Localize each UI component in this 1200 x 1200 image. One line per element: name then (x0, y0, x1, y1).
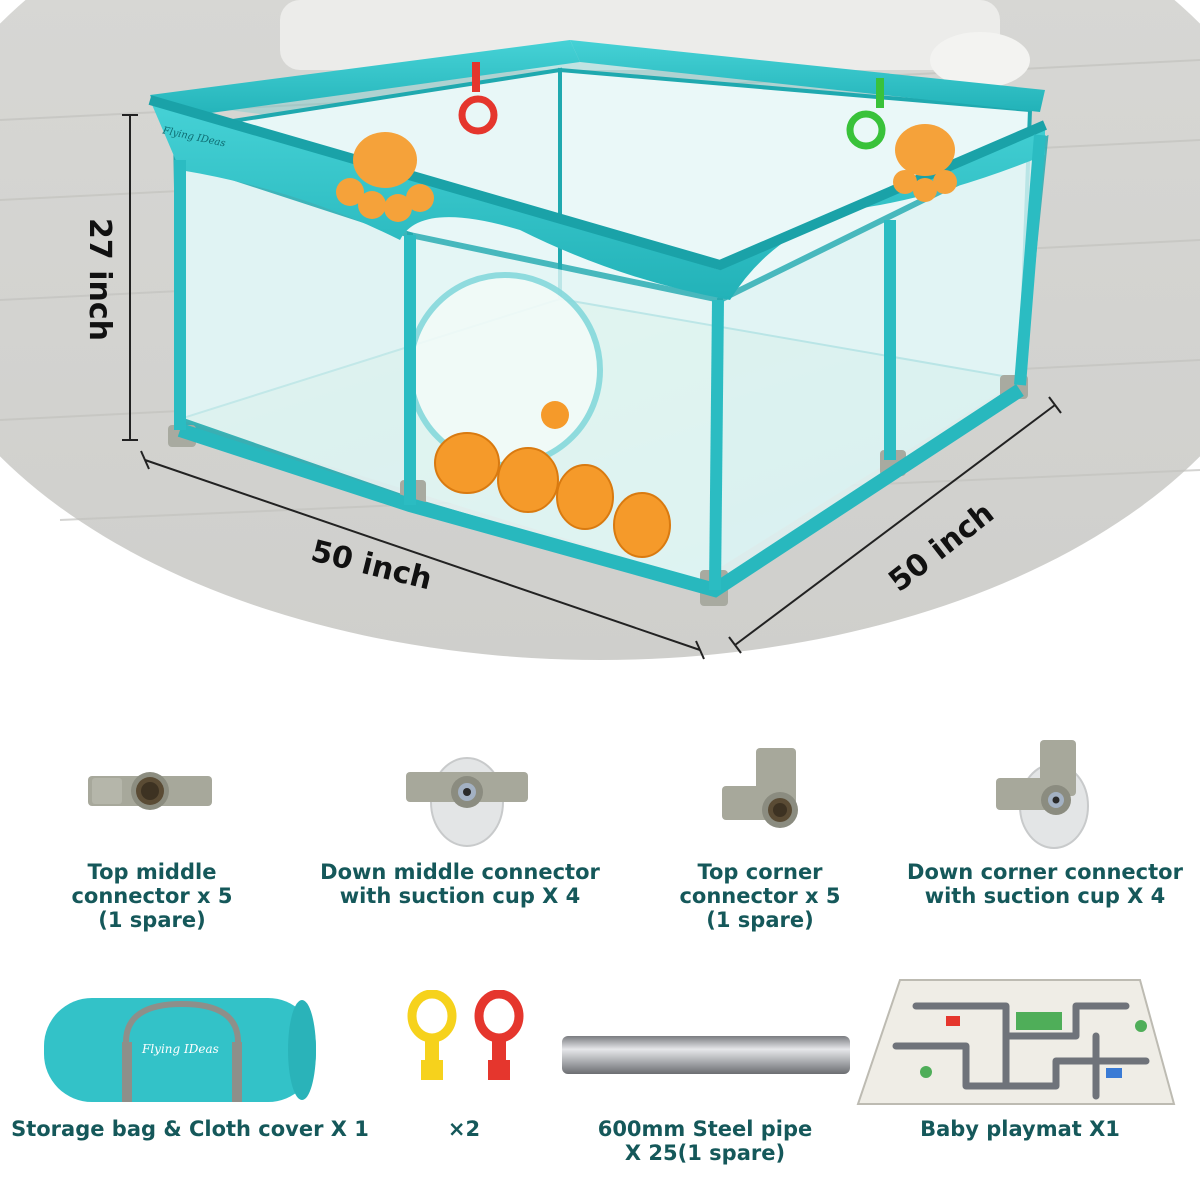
red-ring-icon (474, 989, 524, 1080)
top-corner-connector-caption: Top corner connector x 5 (1 spare) (679, 860, 841, 932)
bag-brand-print: Flying IDeas (142, 1042, 219, 1056)
playpen-illustration (0, 0, 1200, 660)
top-middle-connector-image (88, 768, 212, 818)
side-table (930, 32, 1030, 88)
down-corner-connector-image (996, 740, 1096, 850)
octopus-decoration (336, 132, 434, 222)
down-middle-connector-caption: Down middle connector with suction cup X… (320, 860, 600, 908)
baby-playmat-caption: Baby playmat X1 (920, 1117, 1120, 1141)
pull-rings-caption: ×2 (447, 1117, 481, 1141)
pull-ring-red (458, 62, 498, 135)
yellow-ring-icon (407, 989, 457, 1080)
pull-rings-image (404, 989, 534, 1090)
down-middle-connector-image (406, 752, 528, 852)
dimension-lines (122, 114, 1062, 660)
playpen-photo: Flying IDeas 27 inch 50 inch 50 inch (0, 0, 1200, 660)
baby-playmat-image (856, 976, 1176, 1106)
top-middle-connector-caption: Top middle connector x 5 (1 spare) (71, 860, 233, 932)
down-corner-connector-caption: Down corner connector with suction cup X… (907, 860, 1183, 908)
steel-pipe-image (562, 1034, 850, 1076)
steel-pipe-caption: 600mm Steel pipe X 25(1 spare) (597, 1117, 813, 1165)
top-corner-connector-image (722, 748, 814, 830)
sofa (280, 0, 1000, 70)
octopus-decoration (893, 124, 957, 202)
storage-bag-image: Flying IDeas (42, 982, 318, 1106)
storage-bag-caption: Storage bag & Cloth cover X 1 (11, 1117, 369, 1141)
ball-decorations (434, 401, 671, 558)
playpen (148, 40, 1049, 606)
pull-ring-green (846, 78, 886, 150)
height-dimension-label: 27 inch (81, 218, 117, 341)
